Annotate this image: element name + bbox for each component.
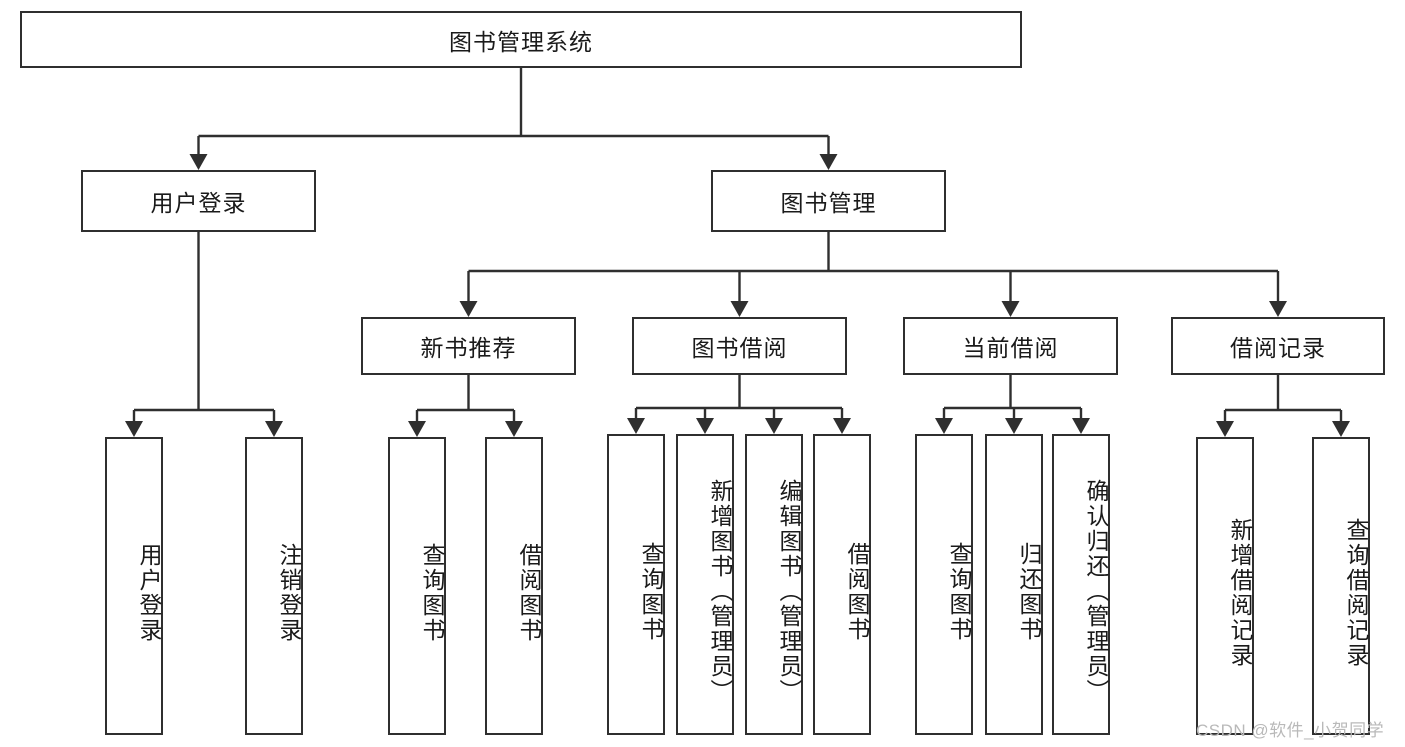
watermark: CSDN @软件_小贺同学 — [1196, 721, 1385, 740]
arrowhead-leaf-add-book — [696, 418, 714, 434]
node-new-book-rec[interactable]: 新书推荐 — [361, 317, 576, 375]
node-root[interactable]: 图书管理系统 — [20, 11, 1022, 68]
node-leaf-user-login[interactable]: 用户登录 — [105, 437, 163, 735]
node-label: 新增图书（管理员） — [707, 479, 733, 704]
node-label: 编辑图书（管理员） — [776, 479, 802, 704]
node-label: 借阅图书 — [516, 543, 542, 643]
node-label: 图书借阅 — [691, 335, 788, 361]
arrowhead-leaf-return-book — [1005, 418, 1023, 434]
arrowhead-user-login — [189, 154, 208, 170]
node-book-manage[interactable]: 图书管理 — [711, 170, 946, 232]
arrowhead-leaf-edit-book — [765, 418, 783, 434]
arrowhead-leaf-borrow-book-1 — [505, 421, 523, 437]
node-leaf-confirm-return[interactable]: 确认归还（管理员） — [1052, 434, 1110, 735]
node-leaf-borrow-book-2[interactable]: 借阅图书 — [813, 434, 871, 735]
node-leaf-return-book[interactable]: 归还图书 — [985, 434, 1043, 735]
node-label: 借阅图书 — [844, 541, 870, 642]
node-current-borrow[interactable]: 当前借阅 — [903, 317, 1118, 375]
node-label: 查询借阅记录 — [1343, 518, 1369, 668]
arrowhead-book-manage — [819, 154, 838, 170]
node-label: 用户登录 — [136, 543, 162, 643]
arrowhead-new-book-rec — [459, 301, 478, 317]
node-label: 查询图书 — [638, 541, 664, 642]
node-label: 新增借阅记录 — [1227, 518, 1253, 668]
node-leaf-query-book-1[interactable]: 查询图书 — [388, 437, 446, 735]
node-leaf-query-book-2[interactable]: 查询图书 — [607, 434, 665, 735]
arrowhead-current-borrow — [1001, 301, 1020, 317]
node-user-login[interactable]: 用户登录 — [81, 170, 316, 232]
arrowhead-leaf-add-record — [1216, 421, 1234, 437]
node-leaf-borrow-book-1[interactable]: 借阅图书 — [485, 437, 543, 735]
node-label: 借阅记录 — [1230, 335, 1326, 361]
node-label: 查询图书 — [419, 543, 445, 643]
node-label: 注销登录 — [276, 543, 302, 643]
node-label: 用户登录 — [150, 190, 247, 216]
arrowhead-leaf-query-book-1 — [408, 421, 426, 437]
arrowhead-leaf-query-book-2 — [627, 418, 645, 434]
arrowhead-leaf-borrow-book-2 — [833, 418, 851, 434]
arrowhead-leaf-query-record — [1332, 421, 1350, 437]
arrowhead-book-borrow — [730, 301, 749, 317]
arrowhead-borrow-record — [1269, 301, 1287, 317]
arrowhead-leaf-logout — [265, 421, 283, 437]
node-label: 图书管理系统 — [449, 28, 593, 55]
arrowhead-leaf-user-login — [125, 421, 143, 437]
node-label: 新书推荐 — [420, 335, 517, 361]
node-leaf-add-book[interactable]: 新增图书（管理员） — [676, 434, 734, 735]
node-label: 确认归还（管理员） — [1083, 479, 1109, 704]
node-label: 当前借阅 — [962, 335, 1059, 361]
node-borrow-record[interactable]: 借阅记录 — [1171, 317, 1385, 375]
node-leaf-query-book-3[interactable]: 查询图书 — [915, 434, 973, 735]
node-leaf-logout[interactable]: 注销登录 — [245, 437, 303, 735]
arrowhead-leaf-confirm-return — [1072, 418, 1090, 434]
node-label: 查询图书 — [946, 541, 972, 642]
node-leaf-add-record[interactable]: 新增借阅记录 — [1196, 437, 1254, 735]
node-label: 归还图书 — [1016, 541, 1042, 642]
node-leaf-query-record[interactable]: 查询借阅记录 — [1312, 437, 1370, 735]
node-label: 图书管理 — [780, 190, 877, 216]
arrowhead-leaf-query-book-3 — [935, 418, 953, 434]
node-book-borrow[interactable]: 图书借阅 — [632, 317, 847, 375]
node-leaf-edit-book[interactable]: 编辑图书（管理员） — [745, 434, 803, 735]
